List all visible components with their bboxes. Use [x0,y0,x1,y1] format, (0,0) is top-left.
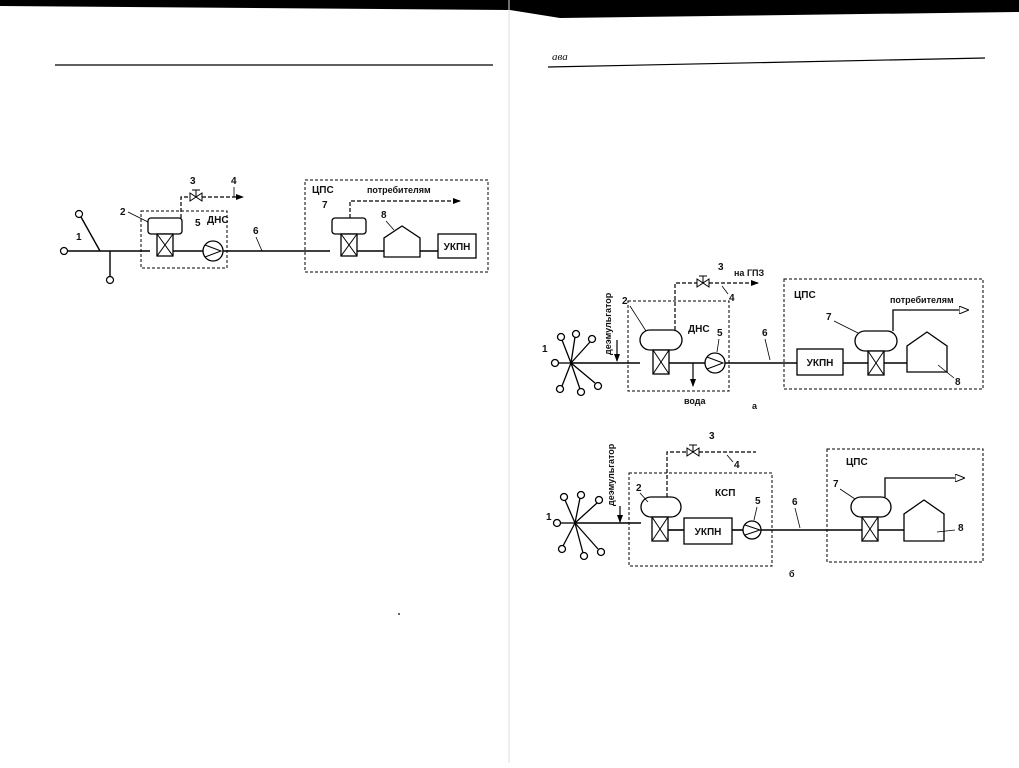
label-2: 2 [120,207,126,218]
label-dns: ДНС [207,215,229,226]
label-5: 5 [717,328,723,339]
right-head-rule [547,57,986,68]
label-4: 4 [734,460,740,471]
label-5: 5 [195,218,201,229]
separator-icon [331,217,367,235]
diagram-b: 1 деэмульгатор 2 КСП УКПН 5 3 4 6 [546,431,984,579]
label-8: 8 [381,210,387,221]
cps-boundary [826,448,984,563]
label-2: 2 [636,483,642,494]
well-icon [105,275,115,285]
dns-boundary [140,210,228,269]
label-water: вода [684,396,707,406]
label-2: 2 [622,296,628,307]
label-8: 8 [955,377,961,388]
label-ukpn: УКПН [807,358,834,369]
separator-icon [854,330,898,352]
label-ukpn: УКПН [695,527,722,538]
label-3: 3 [190,176,196,187]
running-head-text: ава [552,51,568,63]
label-to-gpz: на ГПЗ [734,268,765,278]
print-speck [398,613,400,615]
label-1: 1 [542,344,548,355]
tank-icon [383,225,421,258]
label-6: 6 [762,328,768,339]
caption-a: а [752,401,758,411]
label-7: 7 [826,312,832,323]
ukpn-box [683,517,733,545]
ukpn-box [437,233,477,259]
cps-boundary [783,278,984,390]
label-1: 1 [546,512,552,523]
label-consumers: потребителям [890,295,954,305]
separator-icon [850,496,892,518]
label-3: 3 [709,431,715,442]
label-5: 5 [755,496,761,507]
dns-boundary [627,300,730,392]
label-demulsifier: деэмульгатор [606,443,616,506]
ukpn-box [796,348,844,376]
well-icon [74,209,84,219]
cps-boundary [304,179,489,273]
diagram-a: 1 деэмульгатор 2 ДНС вода 5 3 на ГПЗ 4 6 [542,262,984,411]
label-cps: ЦПС [312,185,334,196]
label-ukpn: УКПН [444,242,471,253]
label-dns: ДНС [688,324,710,335]
label-cps: ЦПС [846,457,868,468]
label-ksp: КСП [715,488,735,499]
label-7: 7 [833,479,839,490]
well-line [80,216,101,252]
label-cps: ЦПС [794,290,816,301]
label-1: 1 [76,232,82,243]
pump-icon [742,520,762,540]
label-demulsifier: деэмульгатор [603,292,613,355]
tank-icon [903,499,945,542]
label-4: 4 [231,176,237,187]
tank-icon [906,331,948,373]
label-7: 7 [322,200,328,211]
label-consumers: потребителям [367,185,431,195]
caption-b: б [789,569,795,579]
label-4: 4 [729,293,735,304]
well-icon [59,246,69,256]
separator-icon [639,329,683,351]
label-3: 3 [718,262,724,273]
diagram-left: 1 2 5 ДНС 3 4 6 ЦПС потребителям [59,176,489,285]
label-6: 6 [792,497,798,508]
label-6: 6 [253,226,259,237]
ksp-boundary [628,472,773,567]
label-8: 8 [958,523,964,534]
separator-icon [147,217,183,235]
separator-icon [640,496,682,518]
